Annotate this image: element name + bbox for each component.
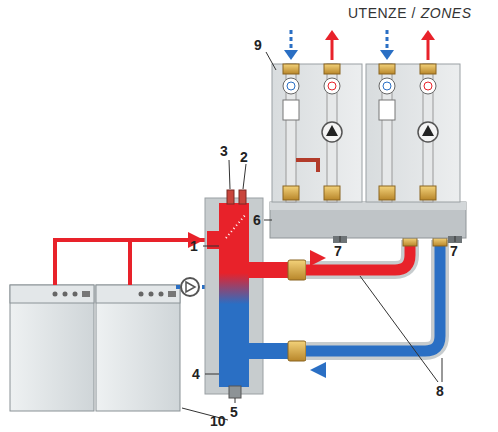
pipe-insulation	[306, 240, 410, 270]
callout-number: 10	[210, 414, 226, 428]
flow-arrow	[310, 250, 326, 266]
fitting	[288, 341, 306, 361]
boiler	[10, 285, 180, 411]
callout-number: 7	[334, 244, 342, 258]
pipe-insulation	[306, 240, 440, 351]
leader-line	[182, 52, 455, 420]
callout-number: 5	[230, 405, 238, 419]
callout-number: 4	[192, 367, 200, 381]
manifold	[270, 202, 466, 243]
return-pipe	[306, 240, 440, 351]
pump-symbol	[181, 278, 199, 296]
zone-heading: ZONES	[421, 6, 472, 20]
callout-number: 1	[190, 239, 198, 253]
fitting	[288, 260, 306, 280]
zone-heading: UTENZE /	[348, 6, 416, 20]
callout-number: 3	[220, 144, 228, 158]
callout-number: 6	[253, 213, 261, 227]
callout-number: 2	[240, 150, 248, 164]
return-arrow	[310, 362, 326, 378]
callout-number: 7	[450, 244, 458, 258]
flow-pipe	[306, 240, 410, 270]
pump-group	[272, 64, 460, 202]
zone-arrows	[284, 30, 435, 60]
callout-number: 8	[436, 384, 444, 398]
flow-pipe	[55, 240, 205, 285]
callout-number: 9	[254, 38, 262, 52]
